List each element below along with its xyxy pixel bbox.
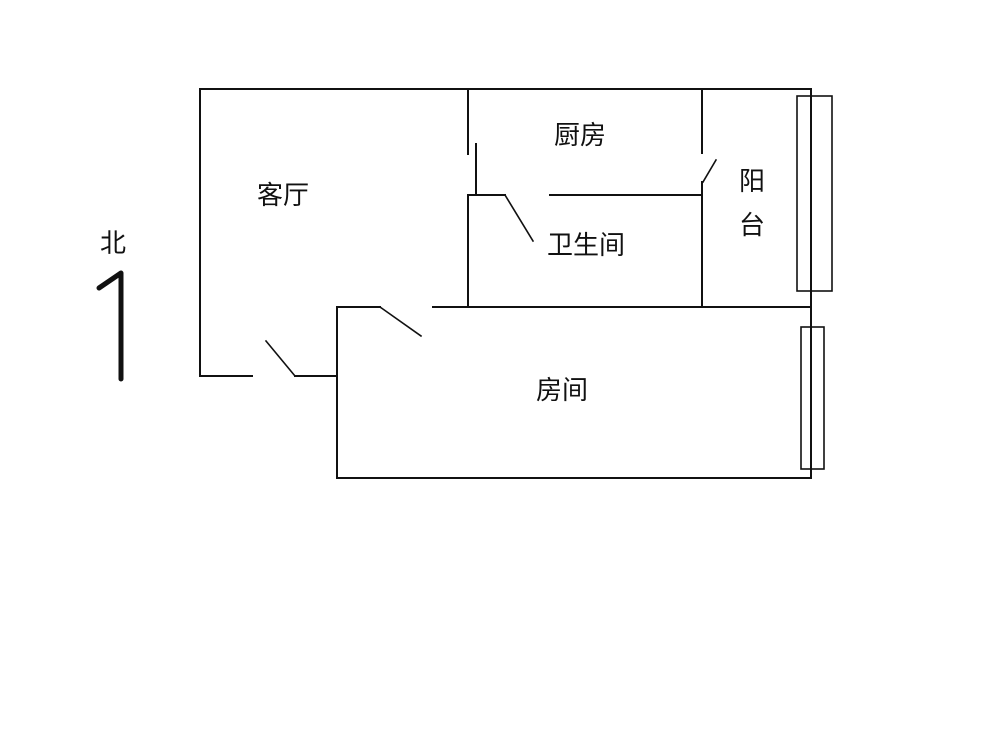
doors — [264, 158, 718, 378]
room-label-bathroom: 卫生间 — [547, 231, 626, 261]
room-label-kitchen: 厨房 — [554, 121, 607, 151]
walls — [199, 88, 812, 479]
door-bathroom — [503, 193, 535, 243]
room-label-living-room: 客厅 — [257, 181, 310, 211]
window-balcony — [796, 95, 833, 292]
window-bedroom — [800, 326, 825, 470]
windows — [796, 95, 833, 470]
north-arrow-icon — [96, 270, 124, 382]
door-entrance — [264, 339, 297, 378]
room-label-balcony: 阳台 — [739, 167, 766, 241]
room-label-bedroom: 房间 — [536, 376, 589, 406]
compass-label: 北 — [100, 229, 127, 259]
door-balcony — [701, 158, 718, 184]
door-bedroom — [378, 305, 423, 338]
